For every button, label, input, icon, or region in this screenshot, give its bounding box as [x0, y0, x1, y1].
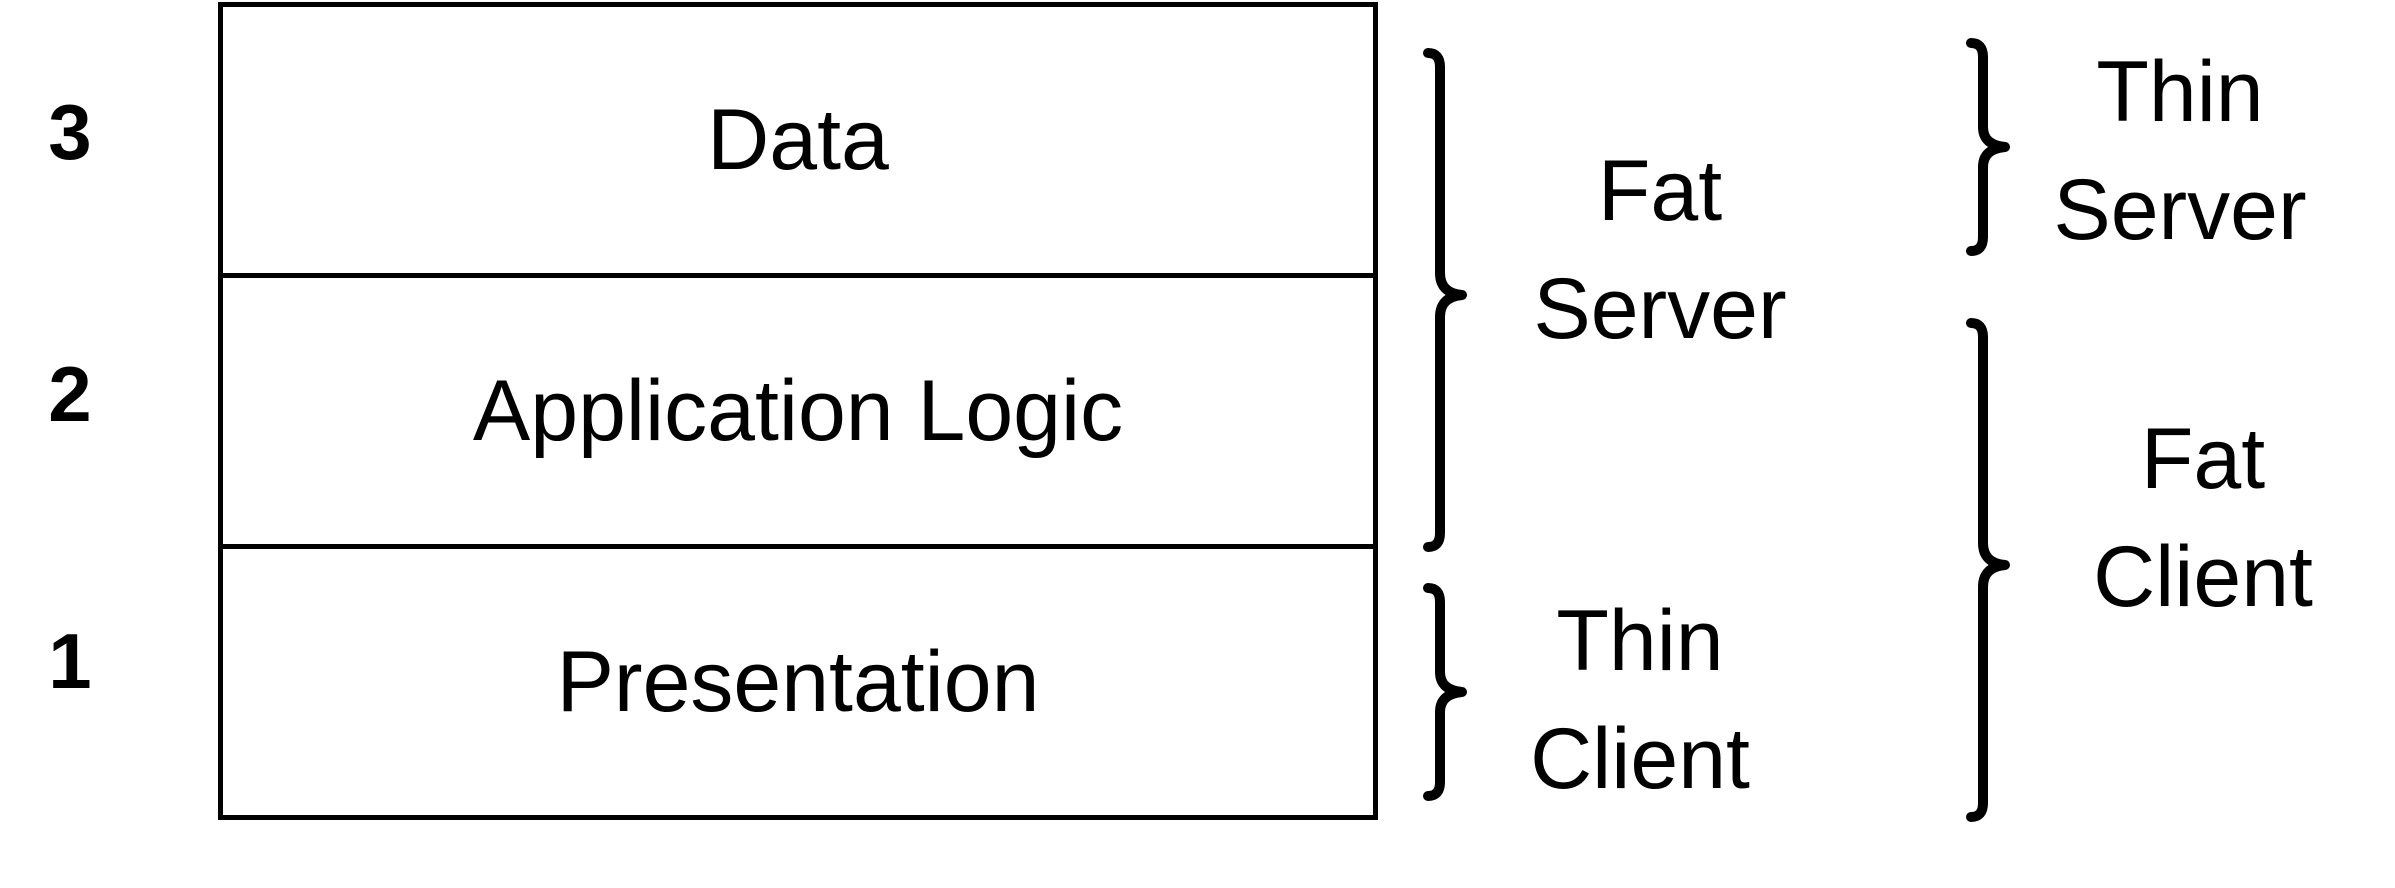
tier-presentation: Presentation: [556, 634, 1040, 730]
thin-client-brace-icon: [1423, 583, 1467, 801]
thin-server-brace-icon: [1966, 38, 2010, 256]
thin-server-line1: Thin: [2096, 44, 2264, 140]
fat-server-brace-icon: [1423, 48, 1467, 552]
layer-number-2: 2: [48, 350, 92, 438]
fat-client-label: Fat Client: [2048, 400, 2358, 636]
tier-data: Data: [223, 7, 1373, 278]
fat-server-label: Fat Server: [1505, 132, 1815, 368]
layer-number-1: 1: [48, 617, 92, 705]
fat-client-line1: Fat: [2140, 411, 2266, 507]
tier-application-logic: Application Logic: [223, 278, 1373, 549]
fat-server-line2: Server: [1533, 261, 1787, 357]
thin-client-line2: Client: [1530, 711, 1750, 807]
tier-stack: Data Application Logic Presentation: [218, 2, 1378, 820]
thin-server-line2: Server: [2053, 162, 2307, 258]
thin-client-line1: Thin: [1556, 593, 1724, 689]
fat-server-line1: Fat: [1597, 143, 1723, 239]
fat-client-line2: Client: [2093, 529, 2313, 625]
thin-client-label: Thin Client: [1495, 582, 1785, 818]
fat-client-brace-icon: [1966, 318, 2010, 822]
layer-number-3: 3: [48, 88, 92, 176]
thin-server-label: Thin Server: [2035, 33, 2325, 269]
